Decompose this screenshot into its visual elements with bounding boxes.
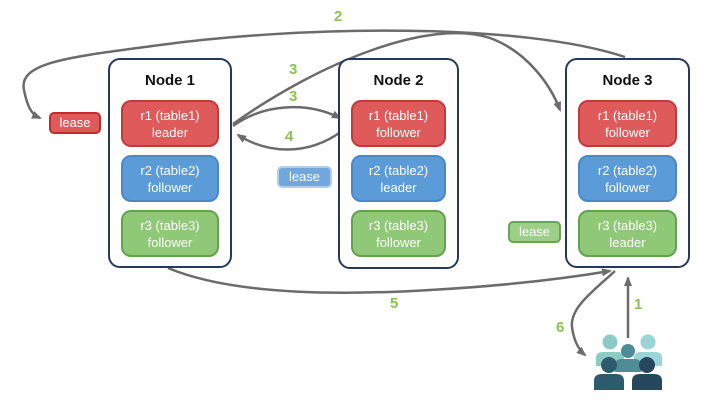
replica-role: follower — [605, 179, 650, 195]
step-label-1: 1 — [634, 296, 643, 313]
step-label-4: 4 — [285, 128, 294, 145]
replica-range: r1 (table1) — [368, 107, 429, 123]
node-2: Node 2 r1 (table1) follower r2 (table2) … — [338, 58, 459, 269]
replica-role: follower — [376, 124, 421, 140]
arrow-step-2 — [22, 29, 626, 120]
replica-r3-table3-leader: r3 (table3) leader — [578, 210, 677, 257]
replica-range: r1 (table1) — [597, 107, 658, 123]
replica-role: follower — [147, 179, 193, 195]
step-label-3b: 3 — [289, 88, 298, 105]
replica-r2-table2-leader: r2 (table2) leader — [351, 155, 446, 202]
node-1: Node 1 r1 (table1) leader r2 (table2) fo… — [108, 58, 232, 268]
replica-range: r3 (table3) — [597, 217, 658, 233]
arrow-step-4-node2-to-node1 — [236, 129, 343, 151]
replica-role: leader — [380, 179, 417, 195]
lease-badge-r3: lease — [508, 221, 561, 243]
replica-r1-table1-leader: r1 (table1) leader — [121, 100, 219, 147]
step-label-6: 6 — [556, 319, 565, 336]
step-label-5: 5 — [390, 295, 399, 312]
arrow-step-5-node1-to-node3 — [167, 266, 612, 295]
replica-r2-table2-follower: r2 (table2) follower — [121, 155, 219, 202]
replica-r1-table1-follower: r1 (table1) follower — [578, 100, 677, 147]
replica-range: r1 (table1) — [140, 107, 200, 123]
replica-role: leader — [151, 124, 189, 140]
step-label-2: 2 — [334, 8, 343, 25]
replica-r2-table2-follower: r2 (table2) follower — [578, 155, 677, 202]
arrow-step-3-node1-to-node2 — [232, 105, 342, 128]
step-label-3a: 3 — [289, 61, 298, 78]
node-3: Node 3 r1 (table1) follower r2 (table2) … — [565, 58, 690, 268]
users-group-icon — [594, 334, 662, 390]
arrow-step-3-node1-to-node3 — [232, 31, 562, 126]
replica-r1-table1-follower: r1 (table1) follower — [351, 100, 446, 147]
replica-range: r3 (table3) — [140, 217, 200, 233]
replica-r3-table3-follower: r3 (table3) follower — [351, 210, 446, 257]
replica-range: r2 (table2) — [597, 162, 658, 178]
arrow-step-6-node3-to-users — [570, 270, 616, 357]
replica-range: r2 (table2) — [140, 162, 200, 178]
node-title: Node 1 — [144, 72, 195, 89]
replica-range: r3 (table3) — [368, 217, 429, 233]
replica-role: follower — [605, 124, 650, 140]
replica-role: follower — [147, 234, 193, 250]
lease-badge-r2: lease — [277, 166, 332, 188]
lease-badge-r1: lease — [49, 112, 101, 134]
node-title: Node 2 — [373, 72, 424, 89]
replica-role: follower — [376, 234, 421, 250]
replica-role: leader — [609, 234, 646, 250]
replica-range: r2 (table2) — [368, 162, 429, 178]
node-title: Node 3 — [602, 72, 653, 89]
replica-r3-table3-follower: r3 (table3) follower — [121, 210, 219, 257]
